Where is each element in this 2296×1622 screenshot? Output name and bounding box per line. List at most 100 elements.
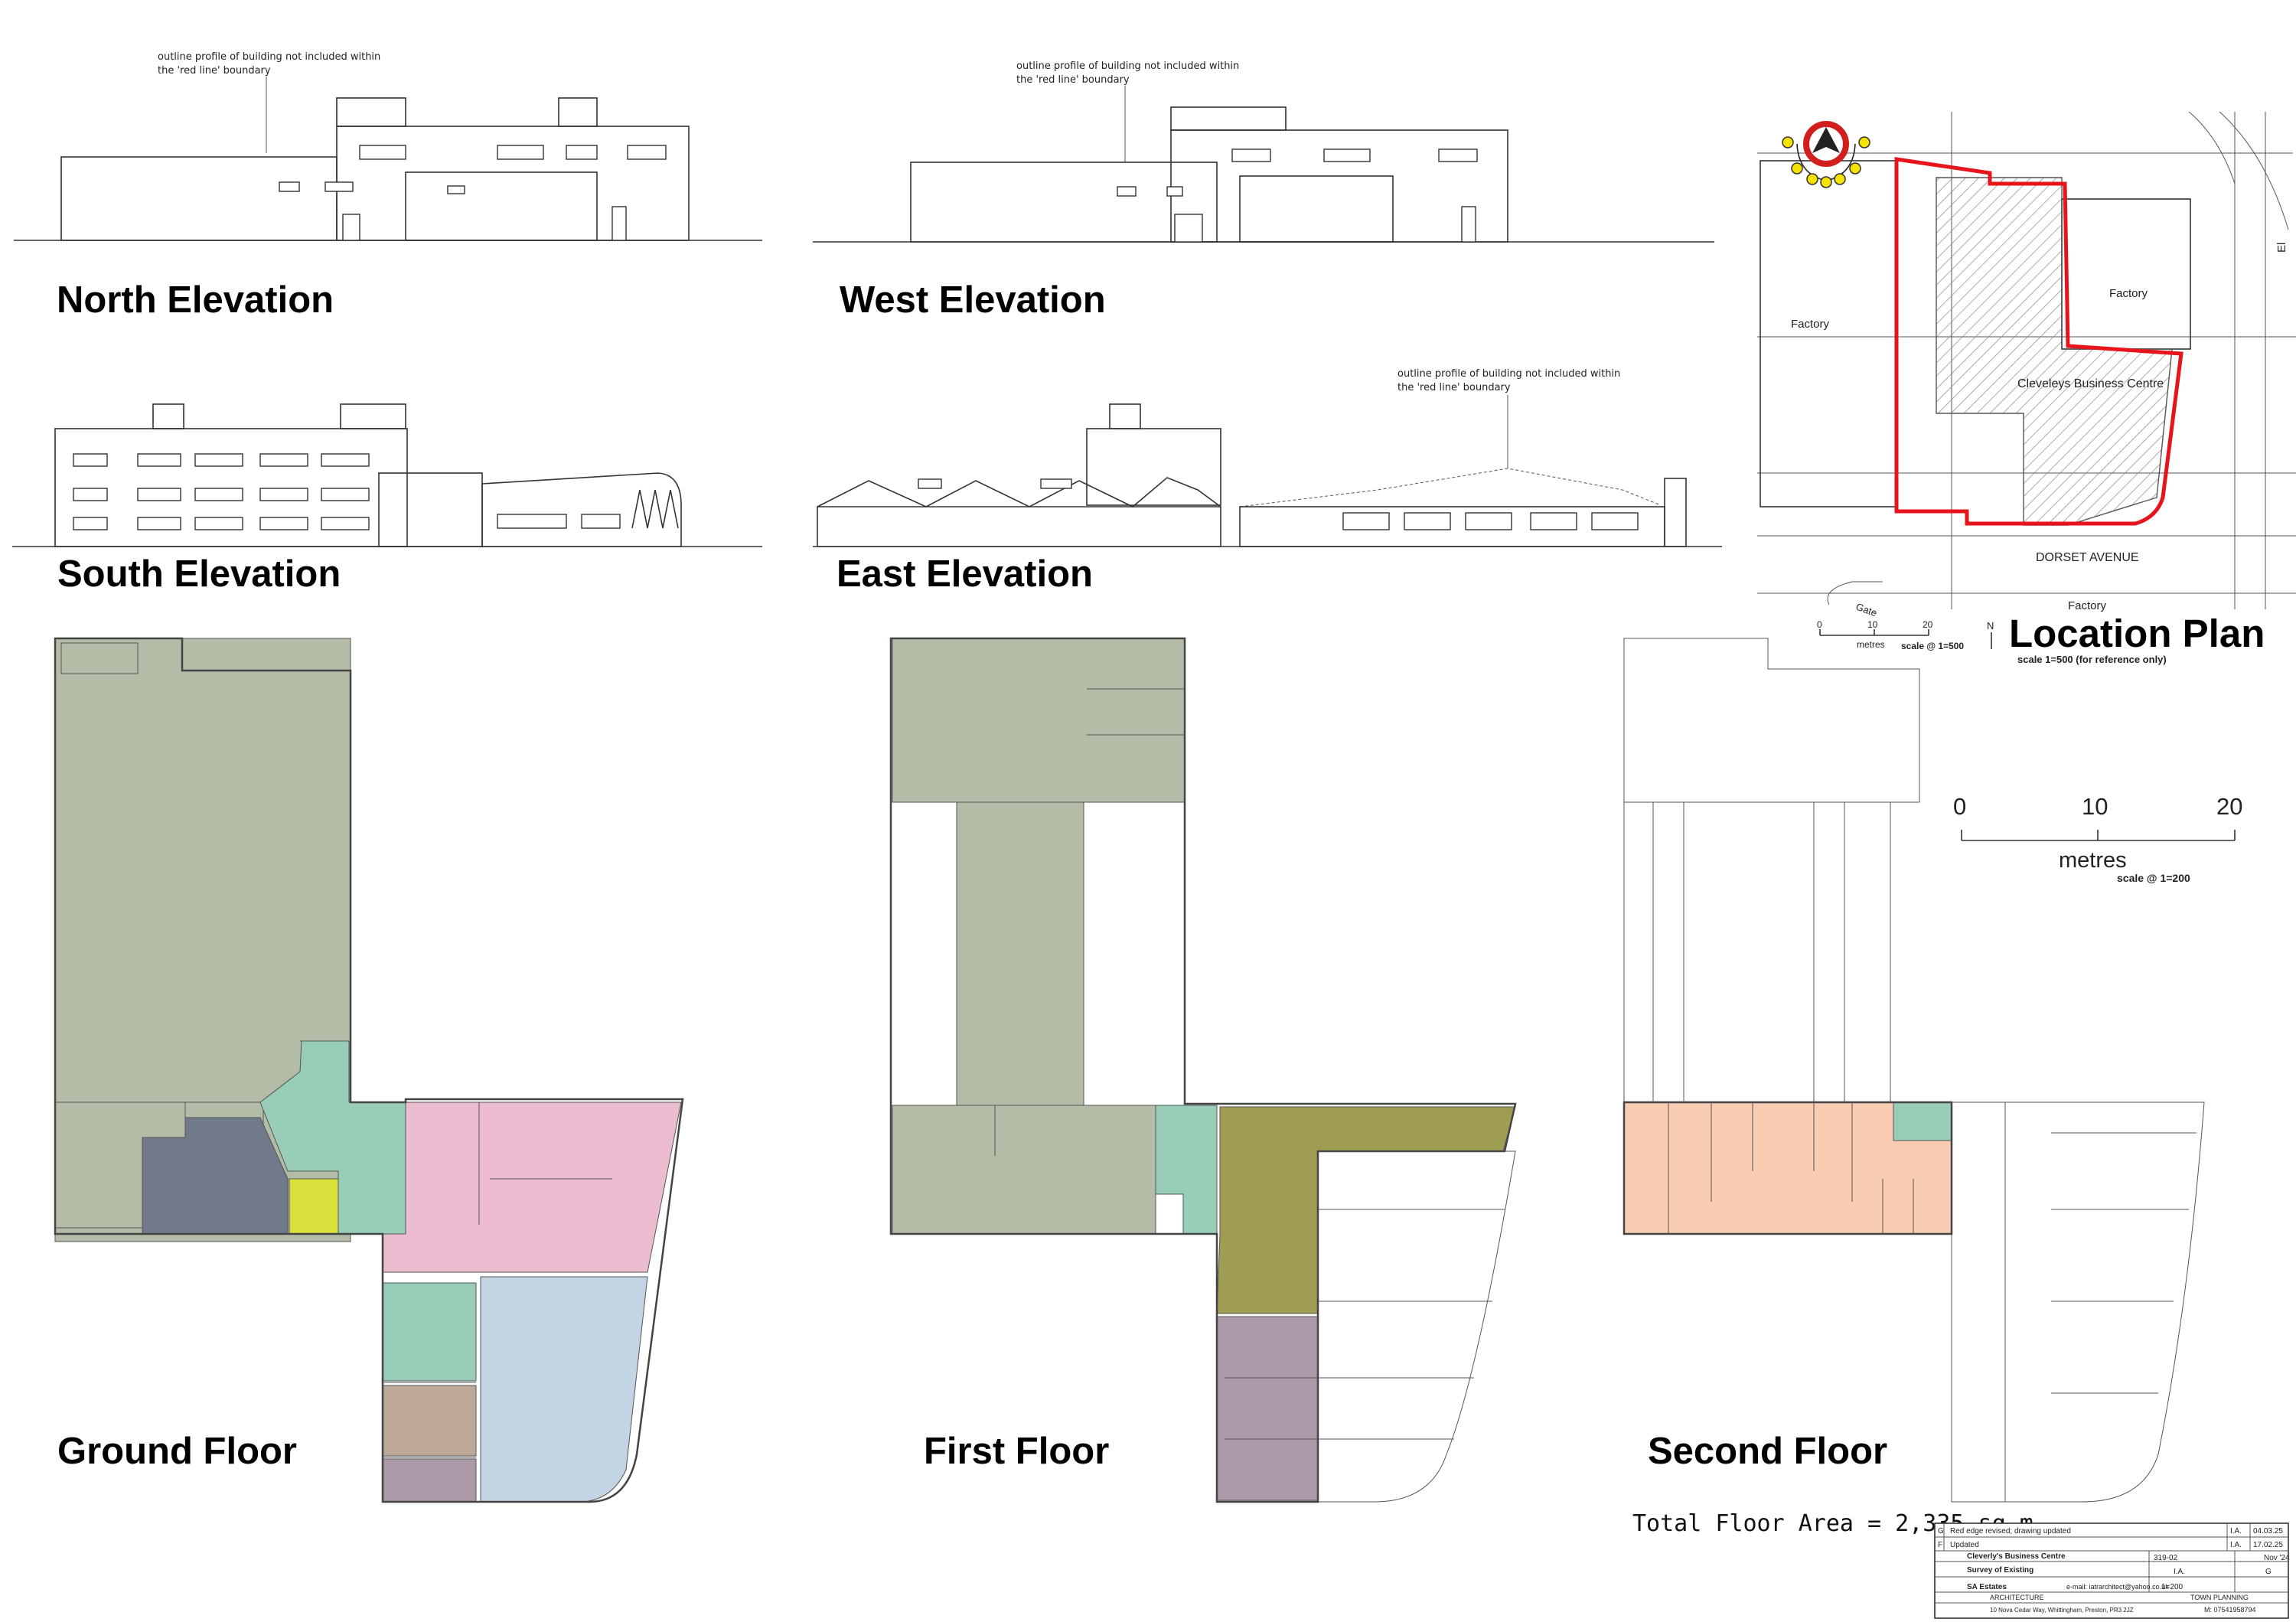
rev-f-date: 17.02.25 — [2253, 1541, 2283, 1549]
east-window — [1404, 512, 1451, 530]
west-door — [1174, 214, 1203, 243]
north-window — [359, 145, 406, 160]
ground-internal-walls — [55, 1040, 647, 1502]
south-curved-block — [481, 472, 682, 547]
north-window — [566, 145, 598, 160]
first-floor-title: First Floor — [924, 1431, 1109, 1472]
ground-mint-zone — [382, 1282, 477, 1382]
second-roof-outline — [1623, 638, 1920, 1102]
location-label-edge: El — [2275, 243, 2288, 253]
west-window — [1117, 186, 1137, 197]
second-internal-walls — [1668, 1102, 1914, 1234]
west-window — [1438, 148, 1478, 162]
first-sage-bottom-zone — [892, 1105, 1156, 1235]
south-window — [259, 517, 308, 530]
location-label-factory-right: Factory — [2109, 287, 2148, 300]
ground-yellow-zone — [289, 1178, 339, 1235]
west-elevation-title: West Elevation — [840, 279, 1106, 321]
south-main-block — [54, 428, 408, 547]
location-plan: Factory Factory Cleveleys Business Centr… — [1757, 112, 2296, 665]
north-door — [612, 206, 627, 241]
ground-outer-walls — [54, 637, 684, 1503]
town-planning-label: TOWN PLANNING — [2190, 1594, 2249, 1601]
first-floor-plan: First Floor — [889, 637, 1517, 1503]
east-elevation: outline profile of building not included… — [813, 368, 1722, 547]
north-elevation-title: North Elevation — [57, 279, 334, 321]
north-door — [342, 214, 360, 241]
south-window — [259, 488, 308, 501]
south-zigzag-screen — [631, 489, 679, 529]
north-window — [325, 181, 354, 192]
east-window — [918, 478, 942, 489]
ground-mauve-zone — [382, 1458, 477, 1503]
ground-stair-core — [60, 642, 139, 674]
rev-f-code: F — [1938, 1541, 1942, 1549]
west-plant-room — [1170, 106, 1287, 131]
south-window — [321, 517, 370, 530]
west-window — [1323, 148, 1371, 162]
south-window — [73, 488, 108, 501]
west-front-block — [1239, 175, 1394, 243]
north-low-block — [60, 156, 338, 241]
west-window — [1231, 148, 1271, 162]
plan-scale-tick-20: 20 — [2216, 793, 2242, 820]
project-name: Cleverly's Business Centre — [1967, 1552, 2066, 1561]
south-window — [321, 488, 370, 501]
location-red-line-boundary — [1894, 157, 2183, 526]
north-window — [497, 145, 544, 160]
location-label-road: DORSET AVENUE — [2036, 551, 2139, 564]
east-window — [1465, 512, 1512, 530]
drawing-scale: 1=200 — [2161, 1583, 2183, 1591]
east-window — [1342, 512, 1390, 530]
second-floor-plan: Second Floor — [1623, 638, 2205, 1503]
office-address: 10 Nova Cedar Way, Whittingham, Preston,… — [1990, 1607, 2134, 1614]
east-note-line2: the 'red line' boundary — [1397, 382, 1511, 393]
south-window — [194, 453, 243, 467]
drawn-by: I.A. — [2174, 1568, 2185, 1576]
east-plant-room — [1109, 403, 1141, 429]
east-window — [1591, 512, 1639, 530]
location-label-centre: Cleveleys Business Centre — [2017, 377, 2164, 390]
location-label-factory-bottom: Factory — [2068, 599, 2107, 612]
south-window — [137, 517, 181, 530]
north-window — [447, 185, 465, 194]
first-mauve-zone — [1216, 1316, 1319, 1501]
rev-g-text: Red edge revised; drawing updated — [1950, 1527, 2071, 1536]
drawing-number: 319-02 — [2154, 1554, 2178, 1562]
north-note-line1: outline profile of building not included… — [158, 51, 380, 63]
north-elevation: outline profile of building not included… — [14, 51, 762, 241]
ground-floor-title: Ground Floor — [57, 1431, 297, 1472]
second-roof-bays — [1951, 1101, 2205, 1503]
west-note-line1: outline profile of building not included… — [1016, 60, 1239, 72]
south-window — [581, 514, 621, 529]
south-window — [497, 514, 567, 529]
plan-scale-bar: 0 10 20 metres scale @ 1=200 — [1953, 793, 2242, 884]
location-factory-right-footprint — [2061, 198, 2191, 350]
east-sawtooth-roof-block — [817, 477, 1221, 547]
west-note-line2: the 'red line' boundary — [1016, 74, 1130, 86]
location-gate-curve — [1827, 581, 1883, 605]
south-link-block — [378, 472, 483, 547]
west-door — [1461, 206, 1476, 243]
ground-floor-plan: Ground Floor — [54, 637, 684, 1503]
south-plant-room — [152, 403, 184, 429]
location-scale-note: scale 1=500 (for reference only) — [2017, 654, 2167, 665]
office-phone: M: 07541958794 — [2204, 1606, 2256, 1614]
first-sage-top-zone — [892, 638, 1186, 803]
location-scale-tick-10: 10 — [1867, 619, 1878, 630]
north-window — [279, 181, 300, 192]
rev-f-by: I.A. — [2230, 1541, 2242, 1549]
location-scale-tick-0: 0 — [1817, 619, 1822, 630]
south-elevation-title: South Elevation — [57, 553, 341, 595]
west-elevation: outline profile of building not included… — [813, 60, 1714, 243]
west-window — [1166, 186, 1183, 197]
client-name: SA Estates — [1967, 1583, 2007, 1591]
second-mint-stair-zone — [1893, 1101, 1952, 1141]
north-plant-room2 — [558, 97, 598, 127]
north-note-line2: the 'red line' boundary — [158, 65, 271, 77]
location-business-centre-footprint — [1936, 177, 2173, 526]
location-scale-unit: metres — [1857, 639, 1885, 650]
north-main-block — [336, 126, 690, 241]
first-olive-zone — [1216, 1106, 1516, 1314]
south-window — [73, 453, 108, 467]
